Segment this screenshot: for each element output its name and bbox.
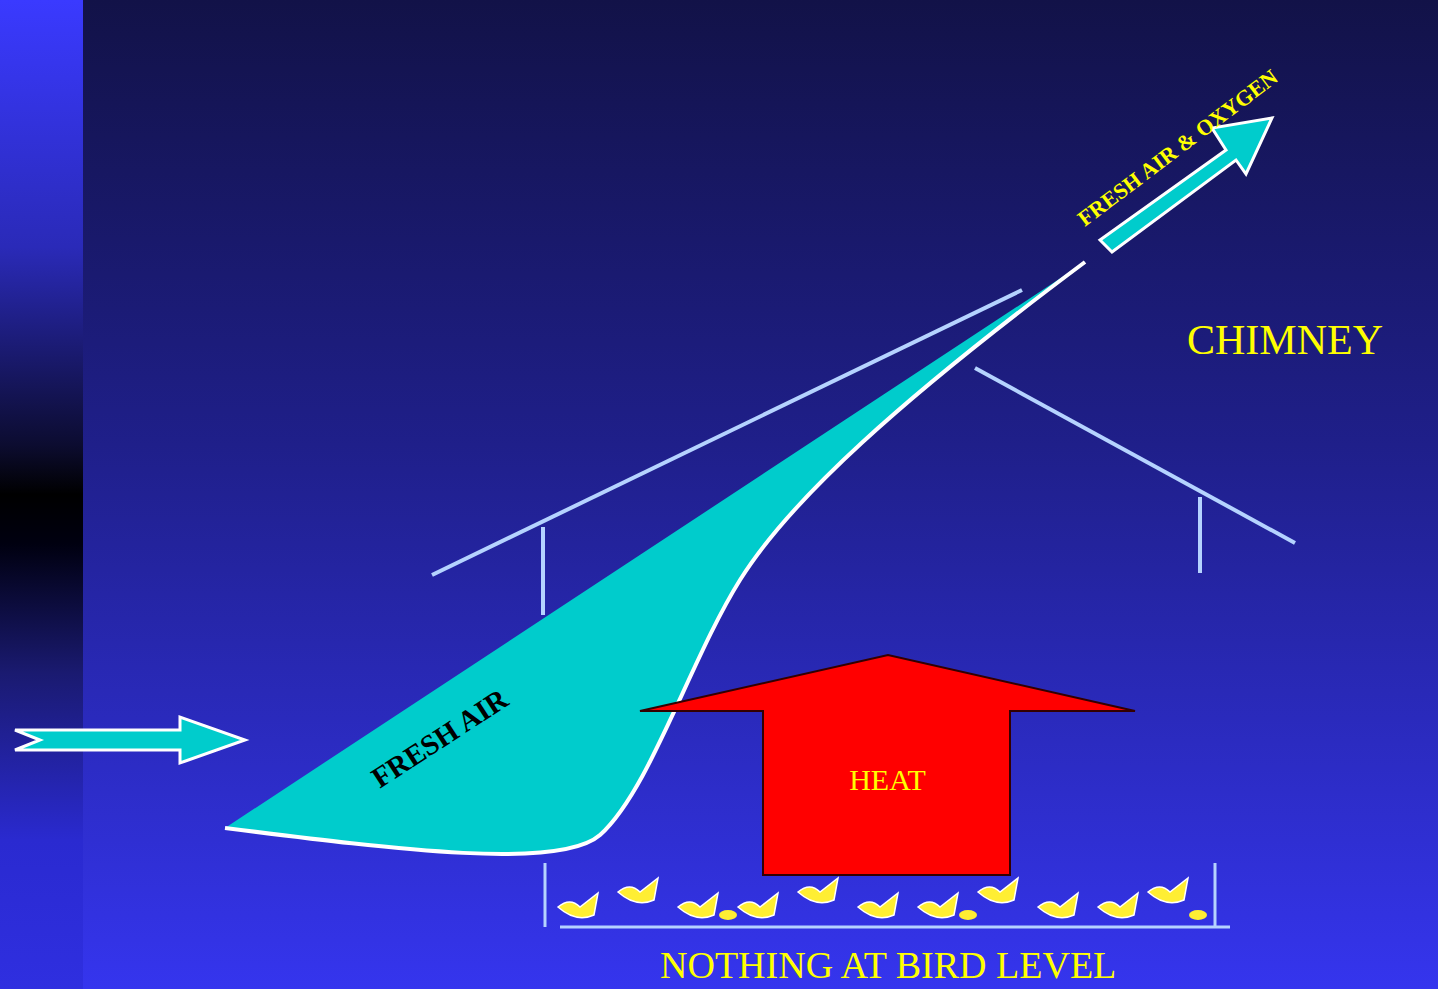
wall-post: [1198, 497, 1202, 573]
side-strip: [0, 0, 83, 989]
bird: [918, 893, 958, 918]
bird-level-note: NOTHING AT BIRD LEVEL: [660, 943, 1116, 987]
floor-side: [1214, 863, 1217, 927]
chimney-label: CHIMNEY: [1187, 316, 1383, 364]
inflow-arrow: [15, 717, 245, 763]
node-label: HEAT: [849, 763, 926, 797]
bird: [978, 878, 1018, 903]
birds: [558, 878, 1207, 920]
wall-post: [541, 527, 545, 615]
bird: [1189, 910, 1207, 920]
bird: [719, 910, 737, 920]
bird: [738, 893, 778, 918]
bird: [1038, 893, 1078, 918]
bird: [558, 893, 598, 918]
floor-side: [544, 863, 547, 927]
bird: [798, 878, 838, 903]
floor-line: [560, 926, 1230, 929]
bird: [618, 878, 658, 903]
heat-arrow: HEAT: [638, 653, 1137, 877]
bird: [678, 893, 718, 918]
roof-right: [975, 368, 1295, 543]
bird: [959, 910, 977, 920]
bird: [858, 893, 898, 918]
bird: [1148, 878, 1188, 903]
bird: [1098, 893, 1138, 918]
